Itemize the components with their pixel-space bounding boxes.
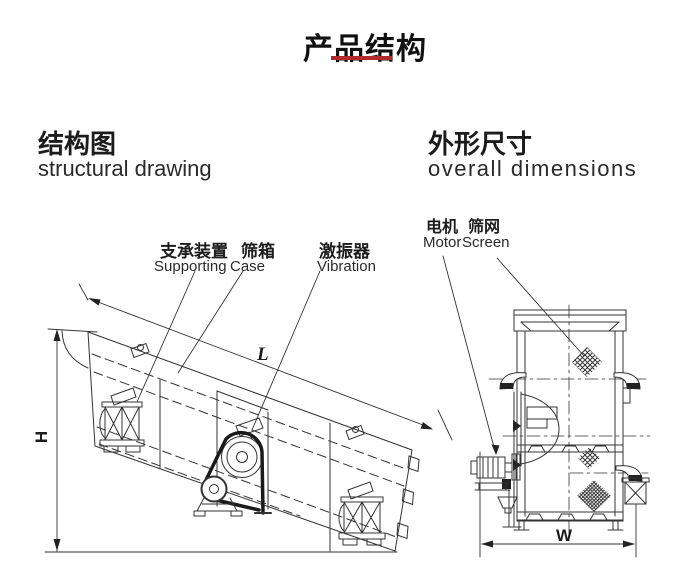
title-underline xyxy=(331,56,392,60)
heading-structural-en: structural drawing xyxy=(38,156,212,181)
callout-supporting-en: Supporting xyxy=(154,258,227,275)
heading-dimensions-en: overall dimensions xyxy=(428,156,638,181)
right-spring-support xyxy=(338,481,386,546)
dimension-l-lines xyxy=(78,283,453,441)
dimension-h-lines xyxy=(47,328,98,552)
callout-case-zh: 筛箱 xyxy=(241,242,275,261)
screen-mesh-hatches xyxy=(572,347,611,512)
callout-screen-en: Screen xyxy=(462,234,510,251)
left-spring-support xyxy=(99,387,145,453)
callout-vibration-en: Vibration xyxy=(317,258,376,275)
callout-supporting-zh: 支承装置 xyxy=(160,242,228,261)
leader-lines xyxy=(136,255,585,455)
vibration-exciter xyxy=(193,417,272,517)
callout-case-en: Case xyxy=(230,258,266,275)
screen-box xyxy=(61,330,420,552)
callout-motor-en: Motor xyxy=(423,234,462,251)
dim-label-l: L xyxy=(257,344,269,365)
dim-label-w: W xyxy=(556,526,573,545)
deck-rails xyxy=(502,444,624,531)
feed-lip xyxy=(61,330,89,369)
hanger-hooks xyxy=(499,372,643,482)
heading-structural-zh: 结构图 xyxy=(38,129,117,159)
callout-screen-zh: 筛网 xyxy=(468,219,501,236)
dim-label-h: H xyxy=(32,430,52,444)
end-view-drawing xyxy=(470,304,651,558)
dimension-w-lines xyxy=(479,451,637,558)
end-view-spring xyxy=(621,477,650,505)
heading-dimensions-zh: 外形尺寸 xyxy=(428,129,533,159)
callout-motor-zh: 电机 xyxy=(426,219,459,236)
callout-vibration-zh: 激振器 xyxy=(319,242,370,261)
side-view-drawing xyxy=(44,283,453,553)
motor xyxy=(470,453,521,514)
page-title: 产品结构 xyxy=(303,33,427,66)
